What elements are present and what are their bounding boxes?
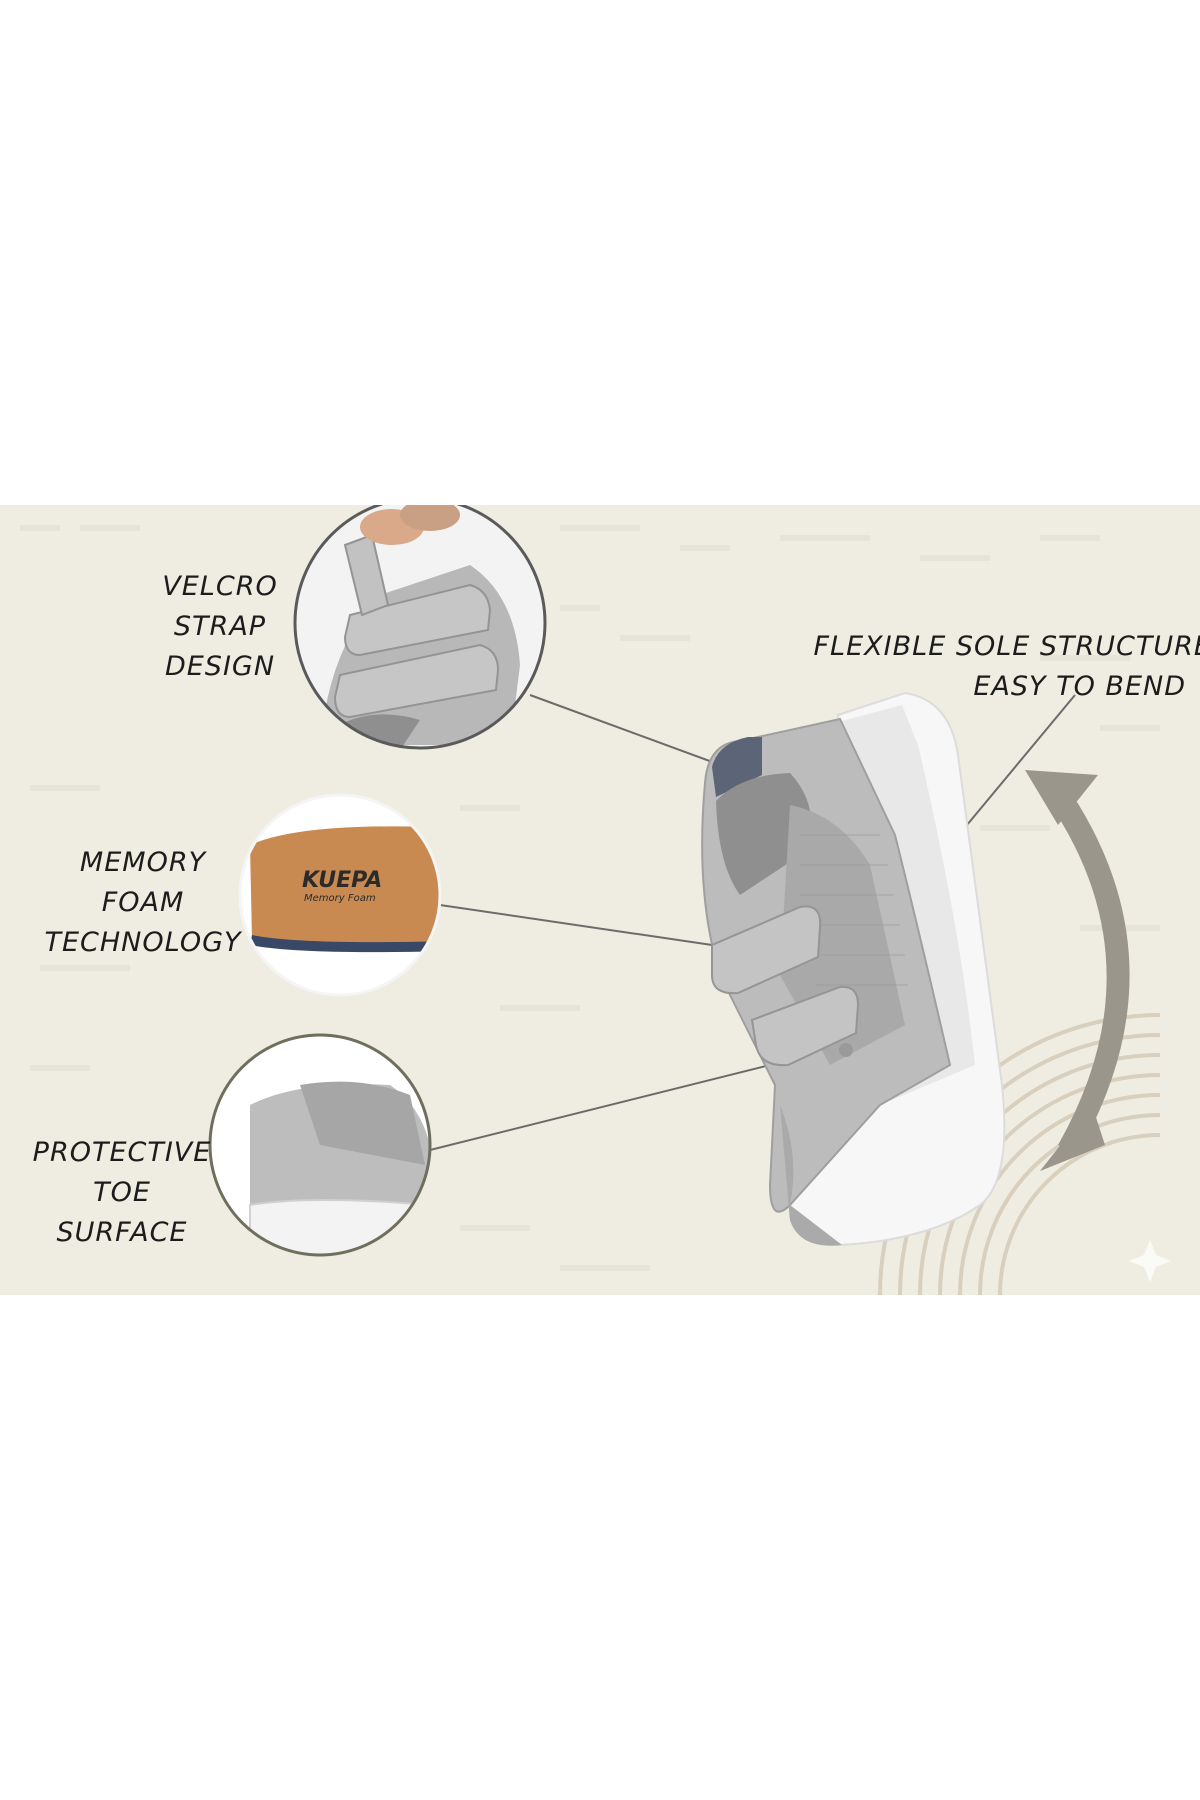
- toe-detail-circle: [208, 1033, 432, 1257]
- bend-arrow-icon: [1025, 770, 1130, 1171]
- memory-foam-label: MEMORY FOAM TECHNOLOGY: [38, 843, 248, 963]
- product-feature-panel: KUEPA Memory Foam VELCRO STRAP DESIGN ME…: [0, 505, 1200, 1295]
- sole-line-1: FLEXIBLE SOLE STRUCTURE: [813, 631, 1200, 662]
- flexible-sole-label: FLEXIBLE SOLE STRUCTURE EASY TO BEND: [792, 627, 1200, 707]
- insole-brand-text: KUEPA: [302, 868, 382, 893]
- sparkle-icon: [1129, 1240, 1171, 1282]
- velcro-line-3: DESIGN: [164, 651, 276, 682]
- toe-line-1: PROTECTIVE: [32, 1137, 212, 1168]
- toe-line-3: SURFACE: [56, 1217, 188, 1248]
- memory-line-1: MEMORY: [79, 847, 207, 878]
- velcro-detail-circle: [293, 505, 547, 750]
- main-shoe: [701, 691, 1006, 1247]
- shoe-illustration: KUEPA Memory Foam: [20, 505, 1171, 1295]
- velcro-strap-label: VELCRO STRAP DESIGN: [150, 567, 290, 687]
- velcro-line-1: VELCRO: [162, 571, 278, 602]
- sole-line-2: EASY TO BEND: [973, 671, 1186, 702]
- protective-toe-label: PROTECTIVE TOE SURFACE: [22, 1133, 222, 1253]
- memory-foam-detail-circle: KUEPA Memory Foam: [238, 793, 442, 997]
- toe-line-2: TOE: [93, 1177, 151, 1208]
- insole-tagline-text: Memory Foam: [304, 893, 376, 904]
- velcro-line-2: STRAP: [173, 611, 267, 642]
- memory-line-2: FOAM: [101, 887, 185, 918]
- memory-line-3: TECHNOLOGY: [44, 927, 242, 958]
- background-texture: [20, 525, 1160, 1271]
